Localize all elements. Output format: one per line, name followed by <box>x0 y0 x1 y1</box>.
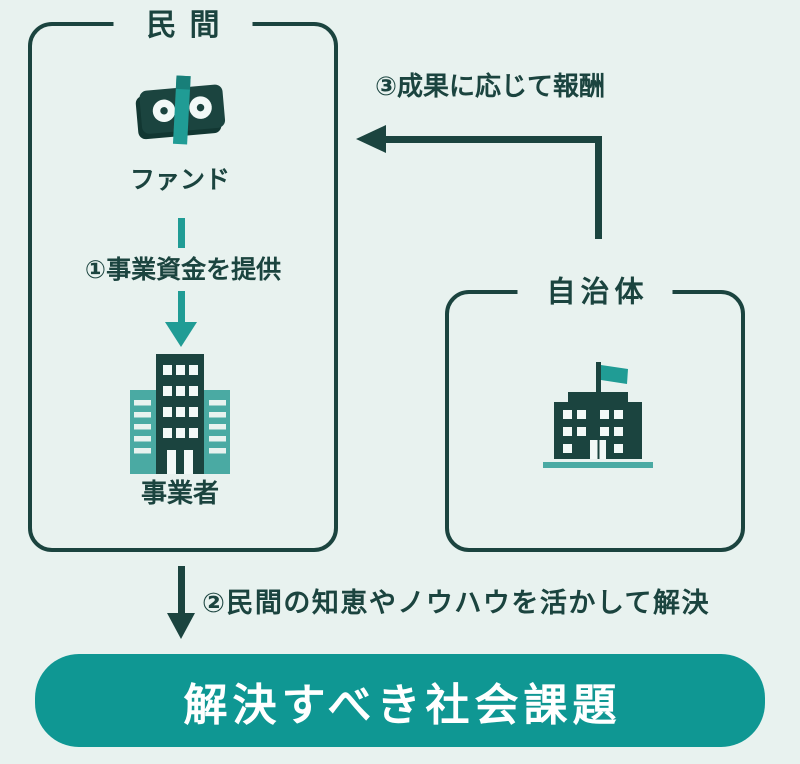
business-operator-label: 事業者 <box>140 478 219 508</box>
fund-label: ファンド <box>129 166 230 194</box>
money-stack-icon <box>135 75 226 145</box>
government-building-icon <box>543 362 653 468</box>
step1-arrow-down-teal-icon <box>165 322 197 347</box>
step2-label: ②民間の知恵やノウハウを活かして解決 <box>202 588 711 618</box>
step1-label: ①事業資金を提供 <box>84 256 282 284</box>
private-sector-title: 民間 <box>113 8 253 42</box>
step1-connector-dash <box>178 218 185 248</box>
step3-arrow-line-vertical <box>595 136 602 239</box>
step1-arrow-shaft <box>178 291 185 324</box>
step2-arrow-down-icon <box>167 613 195 639</box>
outcome-banner: 解決すべき社会課題 <box>35 654 765 747</box>
government-title: 自治体 <box>517 277 673 310</box>
private-sector-box: 民間 <box>28 8 338 552</box>
step3-label: ③成果に応じて報酬 <box>374 71 605 101</box>
government-box: 自治体 <box>445 277 745 552</box>
step2-arrow-shaft <box>178 566 185 615</box>
outcome-banner-label: 解決すべき社会課題 <box>183 680 622 730</box>
step3-arrow-line-horizontal <box>386 136 602 143</box>
office-building-icon <box>130 354 230 474</box>
step3-arrow-left-icon <box>356 125 386 153</box>
